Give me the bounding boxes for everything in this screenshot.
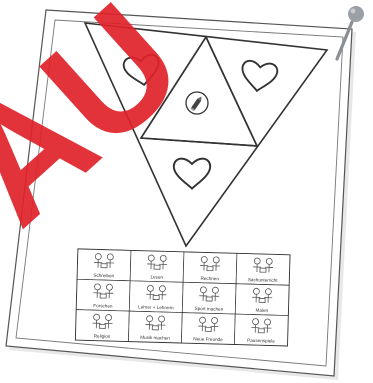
picto-tile: Malen — [235, 284, 289, 316]
picto-tile: Musik machen — [128, 311, 182, 343]
picto-tiles: Schreiben Lesen Rechnen SachunterrichtForsc… — [75, 249, 289, 346]
picto-tile-label: Musik machen — [140, 335, 170, 341]
push-pin-head — [348, 6, 364, 22]
picto-grid: Schreiben Lesen Rechnen SachunterrichtForsc… — [75, 249, 289, 346]
picto-tile: Rechnen — [183, 252, 237, 284]
picto-tile-label: Religion — [94, 333, 111, 338]
picto-tile: Religion — [75, 310, 129, 342]
picto-tile-label: Sport machen — [195, 306, 224, 312]
picto-tile: Pausenspiele — [234, 314, 288, 346]
picto-tile: Lehrer + Lehrerin — [129, 281, 183, 313]
picto-tile-label: Schreiben — [93, 273, 114, 279]
picto-tile-label: Sachunterricht — [248, 277, 278, 283]
picto-tile-label: Lesen — [150, 274, 163, 279]
picto-tile-label: Neue Freunde — [193, 336, 223, 342]
picto-tile-label: Lehrer + Lehrerin — [138, 304, 174, 310]
picto-tile: Sport machen — [182, 282, 236, 314]
picto-tile: Neue Freunde — [181, 313, 235, 345]
picto-tile: Sachunterricht — [236, 253, 290, 285]
picto-tile-label: Forschen — [93, 303, 113, 309]
picto-tile: Schreiben — [77, 249, 131, 281]
picto-tile: Forschen — [76, 279, 130, 311]
picto-tile-label: Malen — [256, 308, 269, 313]
picto-tile: Lesen — [130, 250, 184, 282]
picto-tile-label: Pausenspiele — [247, 338, 275, 344]
picto-tile-label: Rechnen — [200, 276, 219, 282]
push-pin-highlight — [351, 9, 356, 14]
